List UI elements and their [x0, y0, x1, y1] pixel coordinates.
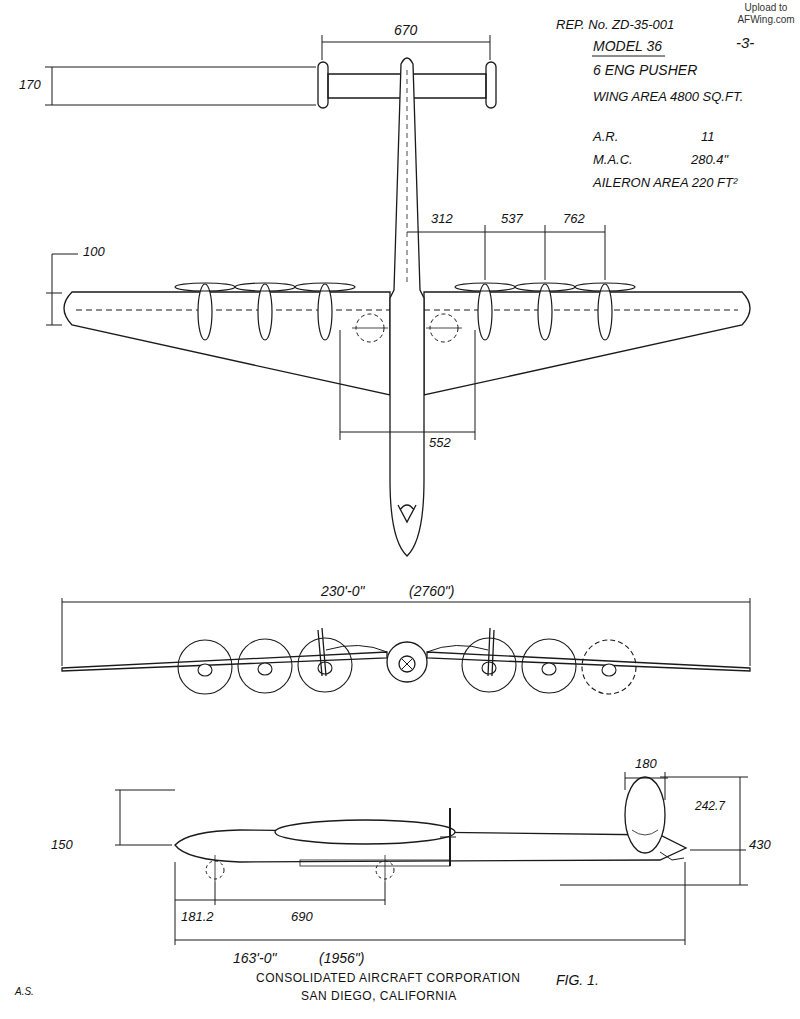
dimension: 430 [748, 838, 772, 853]
dimension: 552 [428, 436, 452, 451]
dimension: 100 [82, 245, 106, 260]
dimension: 230'-0" [320, 583, 365, 599]
dimension: 537 [500, 212, 524, 227]
dimension: 181.2 [180, 910, 215, 925]
dimension: 180 [634, 757, 658, 772]
dimension: 690 [290, 910, 314, 925]
report-number: REP. No. ZD-35-001 [555, 18, 675, 33]
company-location: SAN DIEGO, CALIFORNIA [300, 990, 458, 1004]
dimension: 670 [393, 22, 418, 38]
initials: A.S. [14, 986, 35, 998]
dimension: (1956") [318, 950, 365, 966]
dimension: 312 [430, 212, 454, 227]
dimension: (2760") [408, 583, 455, 599]
model-name: MODEL 36 [592, 38, 663, 54]
dimension: 150 [50, 838, 74, 853]
dimension: 762 [562, 212, 586, 227]
dimension: 242.7 [694, 800, 726, 814]
spec-value: 280.4" [690, 153, 729, 168]
dimension: 170 [18, 78, 42, 93]
spec-text: A.R. [592, 130, 619, 145]
company-name: CONSOLIDATED AIRCRAFT CORPORATION [255, 972, 522, 986]
figure-number: FIG. 1. [555, 972, 600, 988]
spec-value: 11 [700, 130, 716, 145]
spec-text: WING AREA 4800 SQ.FT. [592, 90, 744, 105]
watermark: Upload to AFWing.com [736, 2, 796, 25]
spec-text: M.A.C. [592, 153, 634, 168]
spec-text: AILERON AREA 220 FT² [592, 176, 738, 191]
page-number: -3- [735, 34, 755, 51]
dimension: 163'-0" [232, 950, 277, 966]
engine-note: 6 ENG PUSHER [592, 62, 698, 78]
